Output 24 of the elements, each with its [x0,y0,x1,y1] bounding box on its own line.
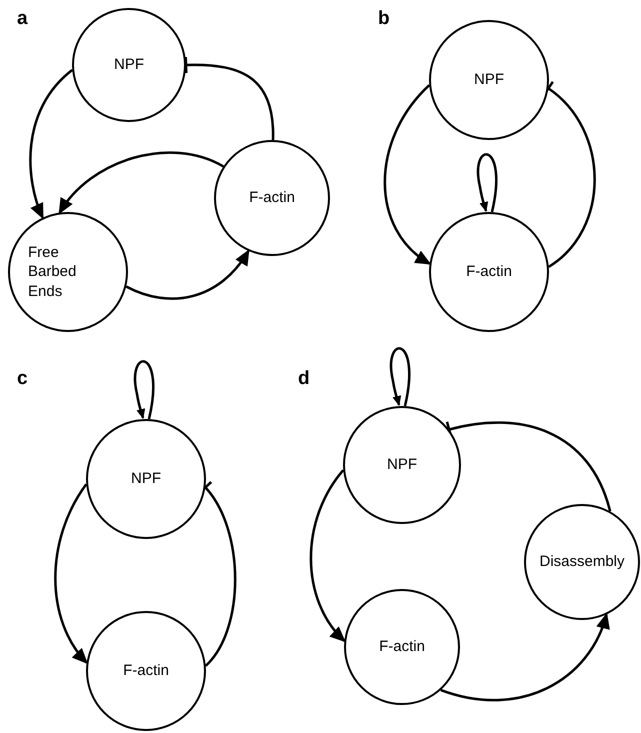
node-label: F-actin [379,637,425,657]
panel-label: d [298,368,310,390]
panel-label: c [17,368,28,390]
self-loop-arrow [390,347,410,406]
node-label: Free Barbed Ends [28,242,78,302]
node-label: F-actin [466,262,512,282]
node-label: NPF [131,469,161,489]
arrow [440,612,609,702]
self-loop-arrow [477,153,498,212]
node-label: Disassembly [539,552,625,572]
panel-label: b [378,8,390,30]
node-label: NPF [114,55,144,75]
arrow [310,469,346,642]
node-label: F-actin [249,188,295,208]
arrow [126,249,250,300]
arrow [58,152,224,214]
node-label: NPF [387,455,417,475]
self-loop-arrow [134,360,154,420]
node-label: F-actin [123,661,169,681]
arrow [29,69,74,220]
arrow [384,84,432,265]
node-label: NPF [474,70,504,90]
panel-label: a [17,8,28,30]
arrow [54,484,88,664]
